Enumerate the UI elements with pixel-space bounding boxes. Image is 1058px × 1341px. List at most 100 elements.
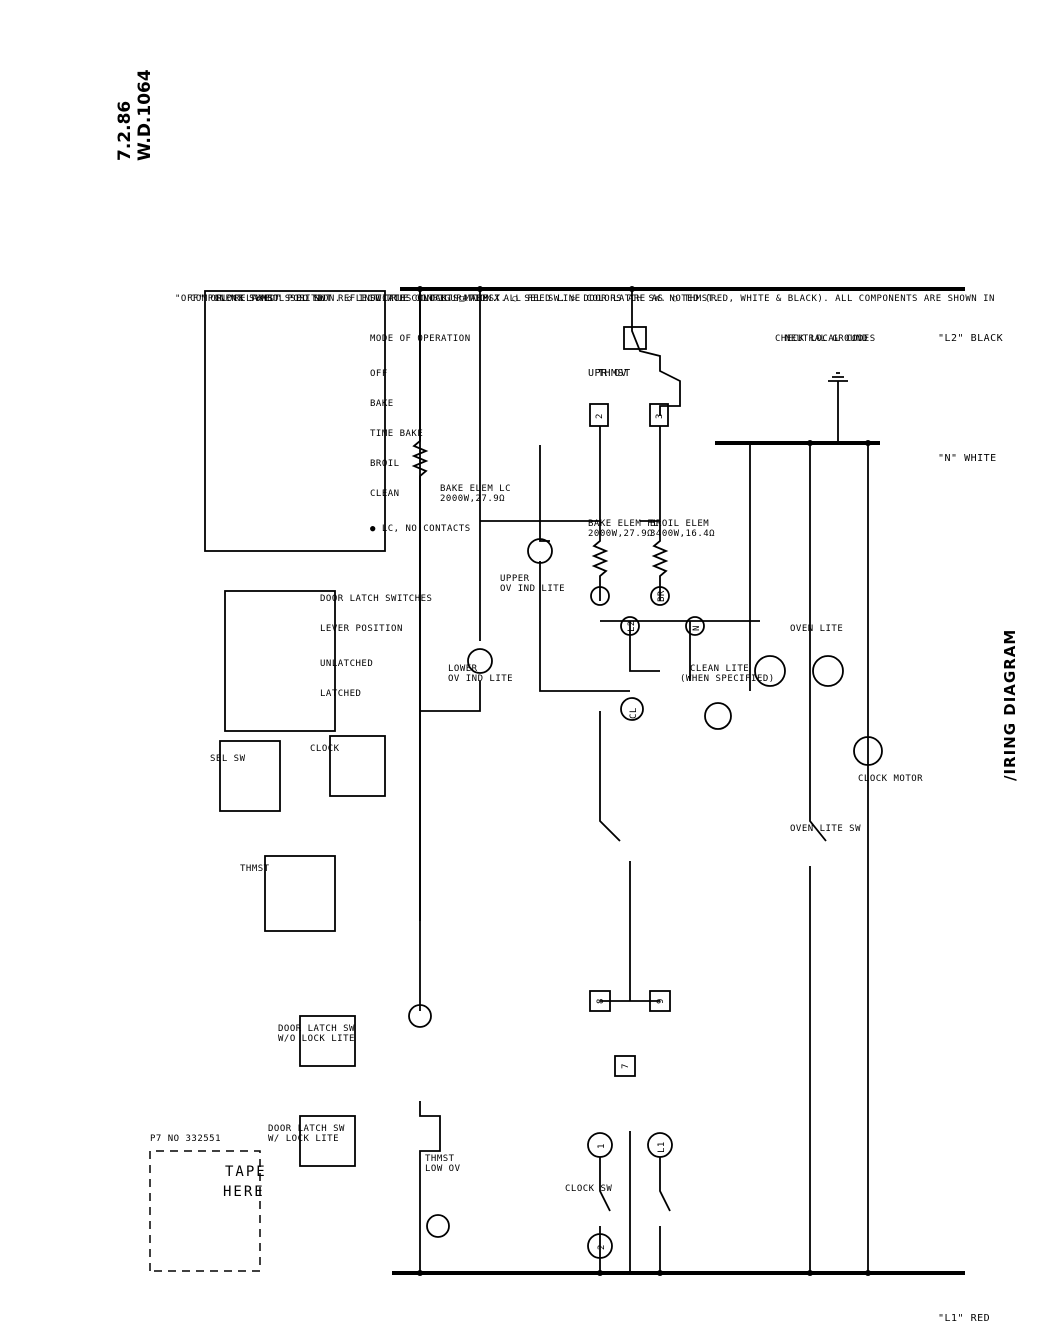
upr-thmst-wire: [631, 289, 681, 416]
row-time-bake: TIME BAKE: [370, 429, 423, 439]
lower-ind-lite: [467, 648, 493, 674]
row-clean: CLEAN: [370, 489, 400, 499]
junction-dot: [807, 1270, 813, 1276]
table-header-4: CLOCK: [215, 294, 245, 304]
junction-dot: [865, 1270, 871, 1276]
center-bus-wires: [600, 620, 760, 681]
l1-lamp-label: L1: [657, 1141, 667, 1153]
table-header-1: SWITCH CONTACTS MADE X: [370, 294, 500, 304]
clock-label: CLOCK: [310, 744, 340, 754]
door-latch-block-1: [299, 1015, 356, 1067]
latch-header: DOOR LATCH SWITCHES: [320, 594, 432, 604]
part-number: P7 NO 332551: [150, 1134, 221, 1144]
sel-sw-block: [219, 740, 281, 812]
clock-block: [329, 735, 386, 797]
switch-contacts-table: SWITCH CONTACTS MADE X SEL SW THMST CLOC…: [204, 290, 500, 552]
n-term-label: N: [692, 625, 702, 631]
clock-motor: [853, 736, 883, 766]
bake-elem-fl-label: BAKE ELEM FL: [588, 519, 659, 529]
diagram-title: /IRING DIAGRAM: [1001, 629, 1019, 781]
terminal-9: [649, 990, 671, 1012]
terminal-9-num: 9: [656, 998, 666, 1004]
latch-unlatched: UNLATCHED: [320, 659, 373, 669]
oven-lite-switch: [809, 691, 827, 1273]
thmst-upr-label-1: THMST: [598, 368, 631, 379]
row-off: OFF: [370, 369, 388, 379]
table-frame: [204, 290, 386, 552]
low-thmst-wire: [419, 289, 441, 1273]
oven-lite-1: [754, 655, 786, 687]
bake-elem-lc-label: BAKE ELEM LC: [440, 484, 511, 494]
neutral-note-2: CHECK LOCAL CODES: [775, 334, 876, 344]
junction-dot: [597, 1270, 603, 1276]
table-header-2: SEL SW: [290, 294, 326, 304]
table-header-3: THMST: [250, 294, 280, 304]
tape-label-2: HERE: [223, 1184, 265, 1200]
l1-label: "L1" RED: [938, 1313, 990, 1324]
n-terminal: [685, 616, 705, 636]
thmst-upr-label-2: UPR OV: [588, 368, 627, 379]
clock-sw-branch: [599, 1157, 671, 1273]
row-broil: BROIL: [370, 459, 400, 469]
broil-elem-label: BROIL ELEM: [650, 519, 709, 529]
junction-dot: [807, 440, 813, 446]
neutral-note-1: NEUTRAL GROUND: [785, 334, 868, 344]
thmst-low-1: THMST: [425, 1154, 455, 1164]
element-feed-wires: [480, 426, 661, 522]
latch-lever: LEVER POSITION: [320, 624, 403, 634]
clean-lite-label-2: (WHEN SPECIFIED): [680, 674, 775, 684]
low-thmst-hex-2: [426, 1214, 450, 1238]
oven-lite-wires: [749, 443, 811, 691]
row-bake: BAKE: [370, 399, 394, 409]
lower-ind-label-2: OV IND LITE: [448, 674, 513, 684]
oven-lite-label: OVEN LITE: [790, 624, 843, 634]
door-latch-block-2: [299, 1115, 356, 1167]
lower-circuit-wires: [599, 711, 660, 1273]
terminal-8: [589, 990, 611, 1012]
junction-dot: [865, 440, 871, 446]
cl-terminal: [620, 697, 644, 721]
n-label: "N" WHITE: [938, 453, 997, 464]
note-line-1: COMPONENT SYMBOLS DO NOT REFLECT TRUE CO…: [190, 294, 995, 304]
note-line-2: "OFF" OR "RELAXED" POSITION. ◇ INDICATES…: [175, 294, 720, 304]
bake-elem-lc-rating: 2000W,27.9Ω: [440, 494, 505, 504]
latch-table-frame: [224, 590, 336, 732]
junction-dot: [417, 286, 423, 292]
terminal-8-num: 8: [596, 998, 606, 1004]
table-footnote: ● LC, NO CONTACTS: [370, 524, 471, 534]
junction-dot: [477, 286, 483, 292]
tape-here-box: [149, 1150, 261, 1272]
door-latch-2-b: W/ LOCK LITE: [268, 1134, 339, 1144]
broil-elem-rating: 3400W,16.4Ω: [650, 529, 715, 539]
broil-element: [651, 521, 669, 601]
thmst-low-2: LOW OV: [425, 1164, 461, 1174]
clock-motor-label: CLOCK MOTOR: [858, 774, 923, 784]
thmst-block-label: THMST: [240, 864, 270, 874]
terminal-3: [649, 403, 669, 427]
clock-sw-label: CLOCK SW: [565, 1184, 612, 1194]
junction-dot: [417, 1270, 423, 1276]
table-mode-hdr: MODE OF OPERATION: [370, 334, 471, 344]
tape-label-1: TAPE: [225, 1164, 267, 1180]
door-latch-1-a: DOOR LATCH SW: [278, 1024, 355, 1034]
terminal-3-num: 3: [655, 413, 665, 419]
door-latch-table: DOOR LATCH SWITCHES LEVER POSITION UNLAT…: [224, 590, 432, 732]
ground-symbol: [828, 372, 848, 443]
l2-term-label: L2: [627, 620, 637, 632]
doc-date: 7.2.86: [115, 101, 135, 161]
doc-id: W.D.1064: [135, 69, 155, 161]
low-thmst-hex-1: [408, 1004, 432, 1028]
latch-latched: LATCHED: [320, 689, 361, 699]
oven-lite-2: [812, 655, 844, 687]
clock-2-num: 2: [597, 1244, 607, 1250]
clean-lite-label-1: CLEAN LITE: [690, 664, 749, 674]
upper-ind-label-1: UPPER: [500, 574, 530, 584]
terminal-2: [589, 403, 609, 427]
clean-lite: [704, 702, 732, 730]
upr-terminal-box: [623, 326, 647, 350]
terminal-7: [614, 1055, 636, 1077]
junction-dot: [629, 286, 635, 292]
